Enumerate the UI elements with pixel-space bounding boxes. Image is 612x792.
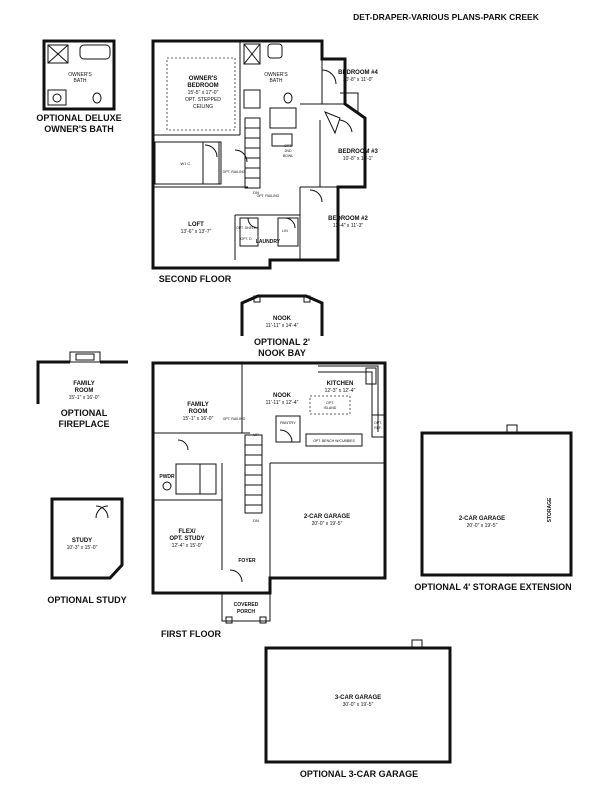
owners-bedroom-note-2: CEILING [193,104,213,110]
porch-label-1: COVERED [234,602,259,608]
nook-bay-label: NOOK [273,316,292,322]
opt-2nd-bowl-1: OPT. [284,144,292,148]
optional-storage-extension-plan: 2-CAR GARAGE 20'-0" x 19'-5" STORAGE [420,424,573,577]
optional-fireplace-plan: FAMILY ROOM 15'-1" x 16'-0" [36,351,128,404]
storage-garage-dim: 20'-0" x 19'-5" [467,523,498,529]
owners-bath-label-2: BATH [270,78,283,84]
opt-island-label-1: OPT. [326,401,334,405]
second-opt-railing: OPT. RAILING [223,170,246,174]
first-opt-railing: OPT. RAILING [223,417,246,421]
first-floor-up: UP [253,432,259,437]
loft-dim: 13'-6" x 13'-7" [181,229,212,235]
bedroom3-dim: 10'-8" x 11'-1" [343,156,374,162]
owners-bedroom-note-1: OPT. STEPPED [185,97,221,103]
bedroom2-label: BEDROOM #2 [328,216,368,222]
nook-label: NOOK [273,393,292,399]
bedroom4-label: BEDROOM #4 [338,70,378,76]
study-dim: 10'-3" x 15'-0" [67,545,98,551]
kitchen-dim: 12'-3" x 12'-4" [325,388,356,394]
bedroom2-dim: 13'-4" x 11'-3" [333,223,364,229]
study-label: STUDY [72,538,92,544]
caption-first-floor: FIRST FLOOR [161,629,221,639]
owners-bedroom-label-2: BEDROOM [187,83,218,89]
second-floor-plan: OWNER'S BEDROOM 15'-5" x 17'-0" OPT. STE… [151,39,378,270]
caption-optional-deluxe-1: OPTIONAL DELUXE [36,113,121,123]
caption-optional-nook-2: NOOK BAY [258,348,306,358]
caption-second-floor: SECOND FLOOR [159,274,232,284]
flex-label-2: OPT. STUDY [169,536,204,542]
caption-optional-storage: OPTIONAL 4' STORAGE EXTENSION [414,582,571,592]
lin-label: LIN [282,229,288,233]
pwdr-label: PWDR [159,474,175,480]
fireplace-room-label-2: ROOM [75,388,94,394]
optional-study-plan: STUDY 10'-3" x 15'-0" [50,497,124,580]
garage3-label: 3-CAR GARAGE [335,695,381,701]
bedroom4-dim: 10'-8" x 11'-0" [343,77,374,83]
nook-dim: 11'-11" x 12'-4" [266,400,299,406]
garage3-dim: 30'-0" x 19'-5" [343,702,374,708]
first-floor-plan: FAMILY ROOM 15'-1" x 16'-0" NOOK 11'-11"… [151,361,387,624]
second-floor-dn: DN [253,190,259,195]
fireplace-room-dim: 15'-1" x 16'-0" [69,395,100,401]
garage2-dim: 20'-0" x 19'-5" [312,521,343,527]
opt-ref-label-2: REF. [374,426,382,430]
opt-ref-label-1: OPT. [374,421,382,425]
optional-deluxe-bath-plan: OWNER'S BATH [42,39,116,111]
opt-2nd-bowl-3: BOWL [283,154,293,158]
flex-label-1: FLEX/ [178,529,195,535]
opt-bench-label: OPT. BENCH W/CUBBIES [313,439,355,443]
owners-bath-label-1: OWNER'S [264,72,288,78]
garage2-label: 2-CAR GARAGE [304,514,350,520]
porch-label-2: PORCH [237,609,255,615]
first-floor-dn: DN [253,518,259,523]
family-room-label-1: FAMILY [187,402,208,408]
caption-optional-3car: OPTIONAL 3-CAR GARAGE [300,769,418,779]
optional-nook-bay-plan: NOOK 11'-11" x 14'-4" [240,294,324,336]
nook-bay-dim: 11'-11" x 14'-4" [266,323,299,329]
bedroom3-label: BEDROOM #3 [338,149,378,155]
caption-optional-deluxe-2: OWNER'S BATH [44,124,113,134]
foyer-label: FOYER [238,558,256,564]
deluxe-bath-label-1: OWNER'S [68,72,92,78]
owners-bedroom-dim: 15'-5" x 17'-0" [188,90,219,96]
fireplace-room-label-1: FAMILY [73,381,94,387]
family-room-label-2: ROOM [189,409,208,415]
family-room-dim: 15'-1" x 16'-0" [183,416,214,422]
caption-optional-study: OPTIONAL STUDY [47,595,126,605]
opt-d-label: OPT. D [240,237,252,241]
storage-label: STORAGE [547,497,553,522]
caption-optional-fireplace-2: FIREPLACE [58,419,109,429]
second-opt-railing-2: OPT. RAILING [257,194,280,198]
flex-dim: 12'-4" x 15'-0" [172,543,203,549]
opt-shelf-label: OPT. SHELF [236,226,256,230]
loft-label: LOFT [188,222,204,228]
wic-label: W.I.C. [181,161,192,166]
kitchen-label: KITCHEN [327,381,354,387]
storage-garage-label: 2-CAR GARAGE [459,516,505,522]
caption-optional-fireplace-1: OPTIONAL [61,408,108,418]
pantry-label: PANTRY [280,420,296,425]
caption-optional-nook-1: OPTIONAL 2' [254,337,310,347]
laundry-label: LAUNDRY [256,239,281,245]
optional-3car-garage-plan: 3-CAR GARAGE 30'-0" x 19'-5" [264,639,452,764]
opt-island-label-2: ISLAND [324,406,337,410]
owners-bedroom-label-1: OWNER'S [189,76,217,82]
deluxe-bath-label-2: BATH [74,78,87,84]
opt-2nd-bowl-2: 2ND [284,149,291,153]
plan-title: DET-DRAPER-VARIOUS PLANS-PARK CREEK [353,12,540,22]
